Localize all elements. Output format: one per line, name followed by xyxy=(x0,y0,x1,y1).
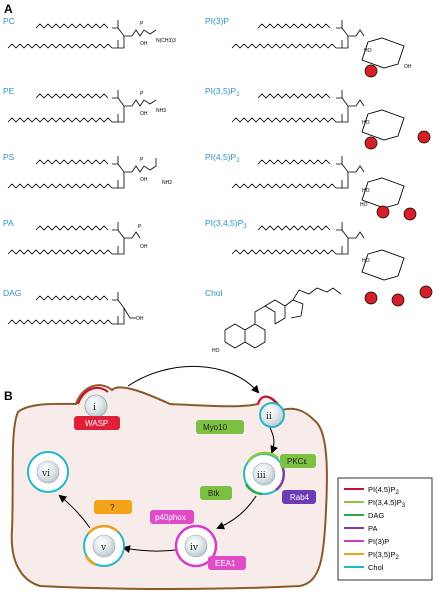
atom-oh: OH xyxy=(140,244,148,250)
atom-ho: HO xyxy=(362,188,370,194)
panel-b-label: B xyxy=(4,389,13,403)
lipid-label-pi345p3: PI(3,4,5)P3 xyxy=(205,218,247,230)
protein-rab: Rab4 xyxy=(282,490,316,504)
lipid-dag: DAG OH xyxy=(3,288,144,325)
protein-label-myo10: Myo10 xyxy=(203,423,228,432)
legend-item: Chol xyxy=(344,563,384,572)
vesicle-vi: vi xyxy=(27,451,69,493)
legend-item: DAG xyxy=(344,511,384,520)
atom-p: P xyxy=(138,224,142,230)
atom-oh: OH xyxy=(140,41,148,47)
atom-ho: HO xyxy=(364,48,372,54)
legend-item: PI(3)P xyxy=(344,537,389,546)
legend-label: PI(3,5)P2 xyxy=(368,550,400,561)
legend-label: PI(3)P xyxy=(368,537,389,546)
lipid-label-pc: PC xyxy=(3,16,15,26)
lipid-pc: PC P N(CH3)3 OH xyxy=(3,16,176,49)
vesicle-iii: iii xyxy=(243,451,285,496)
panel-a-label: A xyxy=(4,2,13,16)
lipid-label-chol: Chol xyxy=(205,288,223,298)
vesicle-label-ii: ii xyxy=(266,412,272,422)
protein-label-unknown: ? xyxy=(110,503,115,512)
protein-label-pkce: PKCε xyxy=(287,457,307,466)
vesicle-label-i: i xyxy=(93,403,96,413)
protein-label-wasp: WASP xyxy=(85,419,108,428)
lipid-pa: PA P OH xyxy=(3,218,148,255)
atom-nh3: NH3 xyxy=(156,108,166,114)
lipid-label-pi45p2: PI(4,5)P2 xyxy=(205,152,240,164)
vesicle-iv: iv xyxy=(174,524,218,568)
arrow-i-ii xyxy=(127,365,260,394)
vesicle-i: i xyxy=(84,394,108,418)
atom-p: P xyxy=(140,91,144,97)
vesicle-label-iv: iv xyxy=(190,543,199,553)
atom-oh: OH xyxy=(136,316,144,322)
atom-nh2: NH2 xyxy=(162,180,172,186)
protein-unknown: ? xyxy=(94,500,132,514)
protein-wasp: WASP xyxy=(74,416,120,430)
atom-ho: HO xyxy=(362,258,370,264)
protein-pkce: PKCε xyxy=(280,454,316,468)
vesicle-label-iii: iii xyxy=(257,471,266,481)
legend-label: PI(4,5)P2 xyxy=(368,485,400,496)
legend-item: PA xyxy=(344,524,377,533)
legend-label: PI(3,4,5)P3 xyxy=(368,498,406,509)
lipid-pi3p: PI(3)P HO OH xyxy=(205,16,412,78)
vesicle-label-v: v xyxy=(100,543,107,553)
lipid-ps: PS P NH2 OH xyxy=(3,152,172,189)
arrow-iv-v xyxy=(122,545,177,554)
protein-label-rab: Rab4 xyxy=(290,493,310,502)
lipid-chol: Chol HO xyxy=(205,287,342,354)
lipid-label-dag: DAG xyxy=(3,288,21,298)
protein-myo10: Myo10 xyxy=(196,420,244,434)
lipid-pi35p2: PI(3,5)P2 HO xyxy=(205,86,431,150)
lipid-label-pi3p: PI(3)P xyxy=(205,16,229,26)
legend-label: PA xyxy=(368,524,377,533)
protein-btk: Btk xyxy=(200,486,232,500)
atom-n: N(CH3)3 xyxy=(156,38,176,44)
arrow-v-vi xyxy=(58,494,91,529)
legend-label: Chol xyxy=(368,563,384,572)
legend-item: PI(3,4,5)P3 xyxy=(344,498,406,509)
protein-label-p40: p40phox xyxy=(155,513,186,522)
lipid-pi345p3: PI(3,4,5)P3 HO xyxy=(205,218,433,307)
protein-eea1: EEA1 xyxy=(208,556,246,570)
atom-oh: OH xyxy=(404,64,412,70)
atom-p: P xyxy=(140,21,144,27)
protein-label-btk: Btk xyxy=(208,489,221,498)
protein-p40: p40phox xyxy=(150,510,194,524)
atom-oh: OH xyxy=(140,111,148,117)
protein-label-eea1: EEA1 xyxy=(215,559,236,568)
lipid-label-pa: PA xyxy=(3,218,14,228)
legend-item: PI(3,5)P2 xyxy=(344,550,400,561)
atom-ho: HO xyxy=(212,348,220,354)
lipid-label-pi35p2: PI(3,5)P2 xyxy=(205,86,240,98)
lipid-pe: PE P NH3 OH xyxy=(3,86,166,123)
atom-p: P xyxy=(140,157,144,163)
vesicle-ii: ii xyxy=(259,402,285,428)
vesicle-label-vi: vi xyxy=(41,469,50,479)
atom-oh: OH xyxy=(140,177,148,183)
arrow-iii-iv xyxy=(216,495,257,530)
lipid-pi45p2: PI(4,5)P2 HO HO xyxy=(205,152,417,221)
lipid-label-ps: PS xyxy=(3,152,15,162)
legend-label: DAG xyxy=(368,511,384,520)
vesicle-v: v xyxy=(83,524,125,567)
legend-item: PI(4,5)P2 xyxy=(344,485,400,496)
atom-ho: HO xyxy=(362,120,370,126)
atom-ho: HO xyxy=(360,202,368,208)
lipid-label-pe: PE xyxy=(3,86,15,96)
